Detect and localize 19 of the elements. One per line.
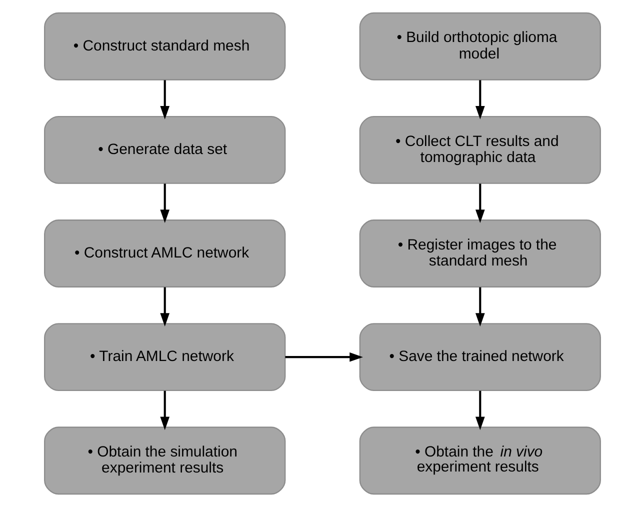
node-box: • Generate data set	[44, 116, 286, 184]
node-box: • Register images to the standard mesh	[358, 220, 600, 288]
node-box: • Construct standard mesh	[44, 12, 286, 80]
node-box: • Train AMLC network	[44, 323, 286, 391]
node-box: • Save the trained network	[358, 323, 600, 391]
arrow	[474, 390, 484, 430]
node-box: • Construct AMLC network	[44, 220, 286, 288]
arrow	[474, 80, 484, 120]
arrow	[160, 184, 170, 223]
node-box: • Obtain the in vivo experiment results	[358, 426, 600, 495]
node-box: • Obtain the simulation experiment results	[44, 426, 286, 495]
arrow	[284, 352, 362, 362]
node-box: • Collect CLT results and tomographic data	[358, 116, 600, 184]
arrow	[474, 287, 484, 326]
arrow	[160, 390, 170, 430]
arrow	[474, 184, 484, 223]
arrow	[160, 80, 170, 120]
arrow	[160, 287, 170, 326]
node-box: • Build orthotopic glioma model	[358, 12, 600, 80]
